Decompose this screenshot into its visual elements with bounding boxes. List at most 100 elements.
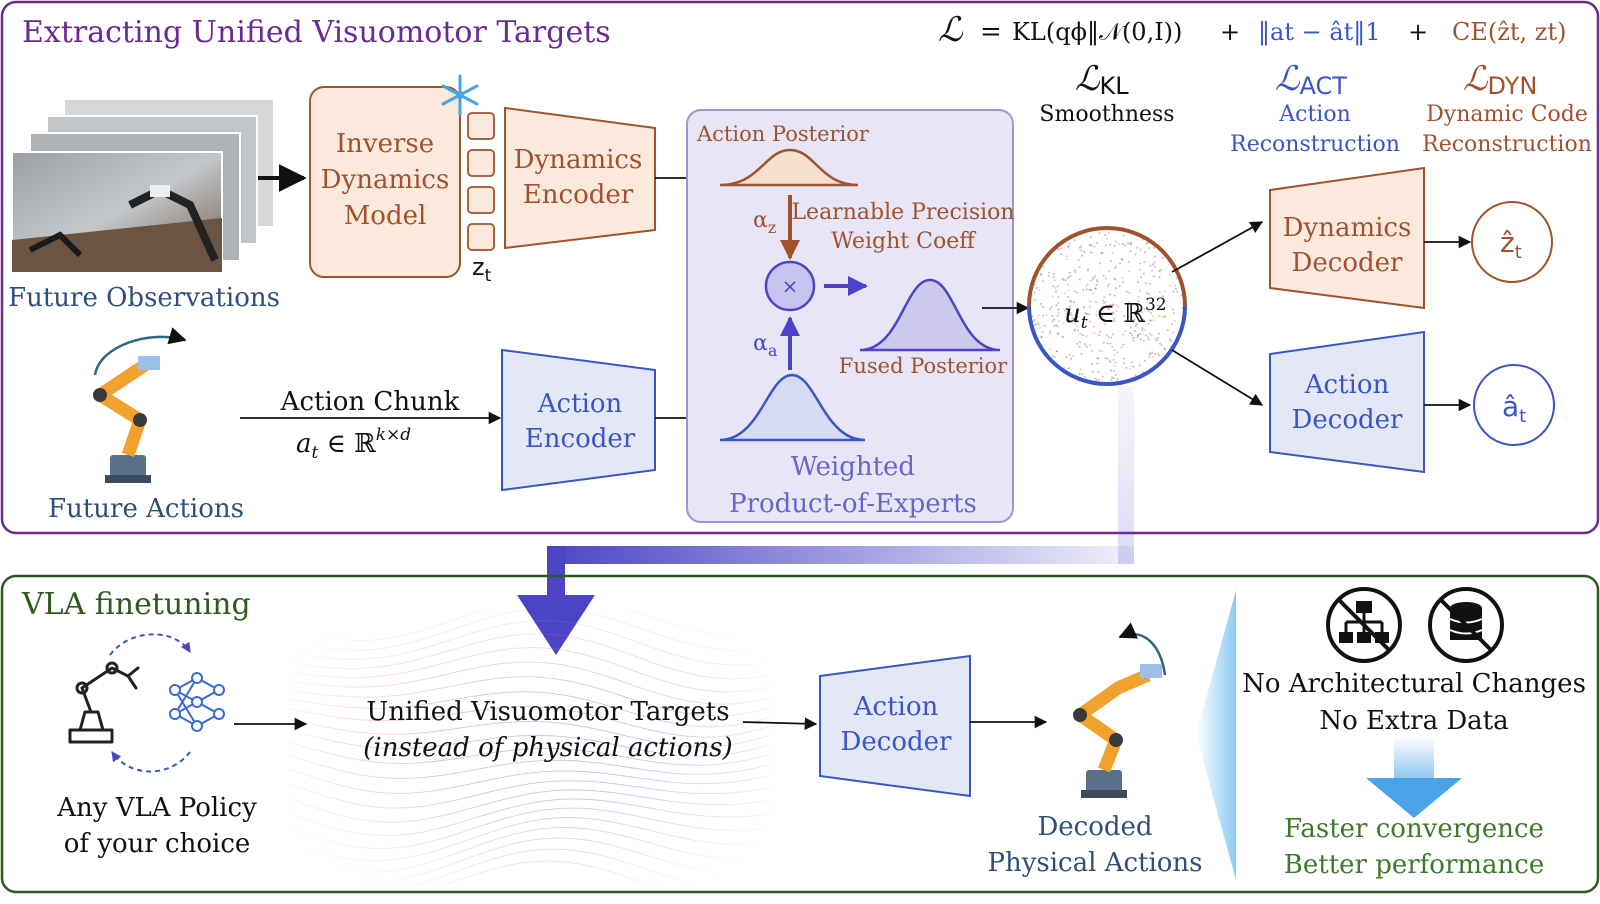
latent-dot <box>1095 313 1098 316</box>
latent-dot <box>1120 258 1123 261</box>
latent-dot <box>1106 342 1109 345</box>
latent-dot <box>1083 343 1086 346</box>
action-decoder <box>1269 330 1425 474</box>
latent-to-dyn-dec-arrow <box>1171 221 1264 273</box>
latent-dot <box>1142 371 1145 374</box>
action-chunk-math-sub: t <box>312 443 319 463</box>
poe-caption-1: Weighted <box>791 452 915 482</box>
latent-dot <box>1180 294 1183 297</box>
latent-dot <box>1139 262 1142 265</box>
latent-dot <box>1108 308 1111 311</box>
loss-kl-L: ℒ <box>1075 59 1101 99</box>
latent-dot <box>1089 279 1092 282</box>
latent-dot <box>1151 351 1154 354</box>
latent-dot <box>1173 319 1176 322</box>
future-actions-label: Future Actions <box>48 494 244 524</box>
latent-dot <box>1116 378 1119 381</box>
latent-dot <box>1106 237 1109 240</box>
latent-dot <box>1055 304 1058 307</box>
latent-dot <box>1042 314 1044 317</box>
latent-dot <box>1159 305 1161 307</box>
latent-dot <box>1108 283 1111 286</box>
latent-dot <box>1172 290 1175 293</box>
latent-dot <box>1124 244 1126 247</box>
latent-dot <box>1073 301 1076 304</box>
latent-dot <box>1158 332 1160 335</box>
latent-dot <box>1144 251 1147 254</box>
latent-dot <box>1175 277 1178 280</box>
latent-dot <box>1099 316 1102 318</box>
latent-dot <box>1111 346 1114 348</box>
mesh-line <box>289 860 771 904</box>
latent-dot <box>1148 319 1151 322</box>
latent-dot <box>1127 242 1130 245</box>
latent-dot <box>1085 288 1088 291</box>
top-panel-title: Extracting Unified Visuomotor Targets <box>22 15 611 50</box>
latent-dot <box>1113 294 1116 297</box>
idm-label-3: Model <box>344 201 427 231</box>
latent-dot <box>1061 277 1064 280</box>
latent-dot <box>1086 283 1089 286</box>
latent-dot <box>1109 342 1112 345</box>
latent-dot <box>1145 291 1148 294</box>
latent-dot <box>1152 319 1155 322</box>
latent-dot <box>1138 289 1141 292</box>
latent-dot <box>1088 244 1091 247</box>
latent-dot <box>1134 253 1137 256</box>
latent-dot <box>1037 324 1040 327</box>
loss-dyn-desc-1: Dynamic Code <box>1426 102 1588 127</box>
loss-act-term: ‖at − ât‖1 <box>1258 18 1381 47</box>
latent-dot <box>1060 247 1063 250</box>
latent-dot <box>1105 244 1107 247</box>
latent-dot <box>1042 265 1045 268</box>
latent-dot <box>1065 258 1068 261</box>
connector-down-stem <box>547 546 565 596</box>
latent-dot <box>1113 267 1116 270</box>
latent-dot <box>1106 334 1108 337</box>
latent-dot <box>1085 313 1088 316</box>
latent-dot <box>1154 337 1157 340</box>
poe-caption-2: Product-of-Experts <box>729 489 977 519</box>
latent-dot <box>1051 354 1054 357</box>
z-hat-node <box>1471 201 1553 283</box>
loss-symbol: ℒ <box>938 10 964 50</box>
alpha-a-alpha: α <box>753 331 768 356</box>
latent-dot <box>1141 327 1144 330</box>
latent-dot <box>1127 301 1130 304</box>
latent-dot <box>1089 235 1092 238</box>
latent-dot <box>1035 323 1038 326</box>
decoded-actions-label-1: Decoded <box>1037 812 1152 842</box>
latent-dot <box>1101 251 1104 254</box>
latent-dot <box>1156 339 1158 342</box>
latent-dot <box>1168 284 1171 287</box>
action-posterior-curve <box>719 373 866 442</box>
cycle-arrow-top <box>109 633 191 656</box>
latent-dot <box>1066 295 1069 298</box>
latent-dot <box>1112 311 1115 314</box>
no-data-icon <box>1428 587 1504 663</box>
loss-kl-desc: Smoothness <box>1039 102 1174 127</box>
latent-dot <box>1113 277 1116 280</box>
latent-dot <box>1145 334 1148 337</box>
action-chunk-math-rest: ∈ ℝ <box>318 429 376 459</box>
latent-dot <box>1133 318 1136 321</box>
latent-dot <box>1103 321 1105 324</box>
alpha-z-label: αz <box>753 208 776 237</box>
latent-dot <box>1132 320 1135 323</box>
latent-dot <box>1113 244 1116 247</box>
latent-dot <box>1088 305 1091 308</box>
latent-dot <box>1033 292 1036 294</box>
latent-dot <box>1148 355 1151 358</box>
robot-arm-policy-icon <box>68 661 140 744</box>
latent-dot <box>1147 338 1150 341</box>
latent-dot <box>1052 285 1055 288</box>
latent-dot <box>1173 312 1175 315</box>
latent-mesh-background <box>289 595 771 904</box>
latent-dot <box>1065 255 1068 258</box>
latent-dot <box>1091 349 1093 352</box>
latent-dot <box>1053 279 1056 282</box>
latent-dot <box>1074 290 1076 293</box>
latent-dot <box>1102 299 1105 302</box>
z-hat-symbol: ẑ <box>1500 226 1515 259</box>
benefit-label-2: Better performance <box>1284 850 1544 880</box>
